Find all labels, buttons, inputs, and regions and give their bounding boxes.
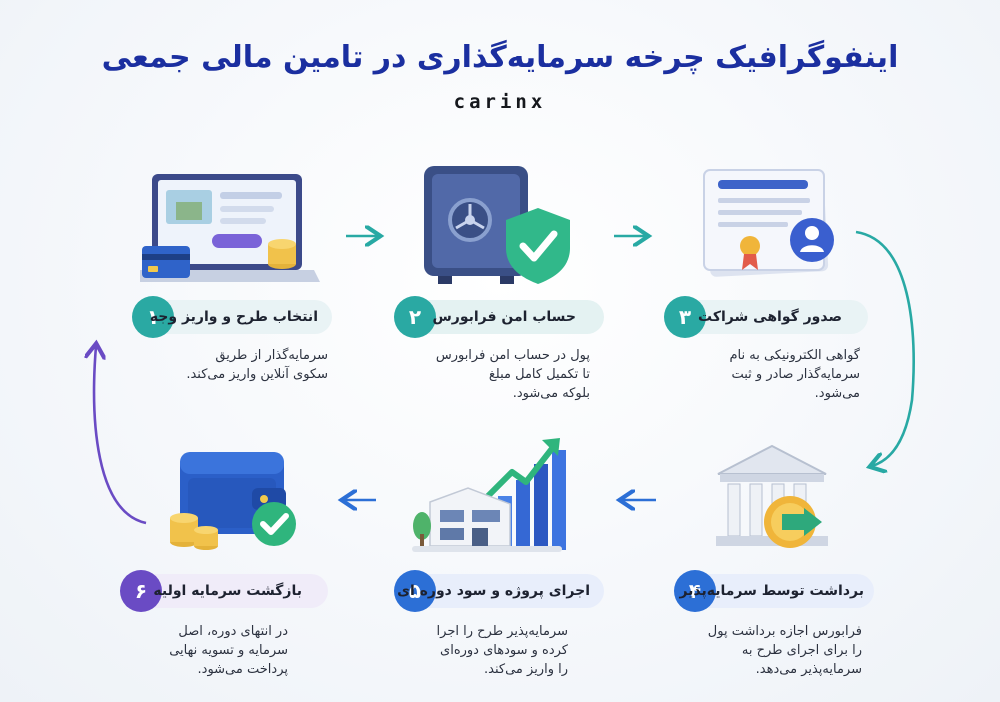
step-5-badge: ۵ <box>394 570 436 612</box>
step-6-description: در انتهای دوره، اصل سرمایه و تسویه نهایی… <box>169 624 288 677</box>
step-2-label: حساب امن فرابورس <box>432 309 576 325</box>
step-2-description: پول در حساب امن فرابورس تا تکمیل کامل مب… <box>435 348 590 401</box>
step-1-badge: ۱ <box>132 296 174 338</box>
step-4-description: فرابورس اجازه برداشت پول را برای اجرای ط… <box>707 624 862 677</box>
step-3-badge: ۳ <box>664 296 706 338</box>
step-2-badge: ۲ <box>394 296 436 338</box>
step-4-pill: ۴ برداشت توسط سرمایه‌پذیر <box>674 570 874 612</box>
growth-icon <box>412 438 566 552</box>
safe-icon <box>424 166 570 284</box>
step-4-badge: ۴ <box>674 570 716 612</box>
step-6-label: بازگشت سرمایه اولیه <box>153 583 302 599</box>
step-1-pill: ۱ انتخاب طرح و واریز وجه <box>132 296 332 338</box>
step-3-label: صدور گواهی شراکت <box>698 309 842 325</box>
step-5-description: سرمایه‌پذیر طرح را اجرا کرده و سودهای دو… <box>436 624 568 677</box>
step-1-description: سرمایه‌گذار از طریق سکوی آنلاین واریز می… <box>186 348 328 382</box>
step-6-pill: ۶ بازگشت سرمایه اولیه <box>120 570 328 612</box>
brand-logo: carinx <box>453 91 547 113</box>
step-5-pill: ۵ اجرای پروژه و سود دوره ای <box>394 570 604 612</box>
wallet-icon <box>170 452 296 550</box>
arrow-3-to-4 <box>855 230 915 466</box>
page-title: اینفوگرافیک چرخه سرمایه‌گذاری در تامین م… <box>101 40 899 75</box>
bank-icon <box>716 444 828 548</box>
step-2-pill: ۲ حساب امن فرابورس <box>394 296 604 338</box>
laptop-icon <box>140 174 320 282</box>
step-6-badge: ۶ <box>120 570 162 612</box>
certificate-icon <box>703 169 834 277</box>
arrow-6-to-1 <box>94 346 147 525</box>
step-3-description: گواهی الکترونیکی به نام سرمایه‌گذار صادر… <box>729 348 860 401</box>
step-4-label: برداشت توسط سرمایه‌پذیر <box>679 583 864 599</box>
step-1-label: انتخاب طرح و واریز وجه <box>149 309 318 325</box>
step-5-label: اجرای پروژه و سود دوره ای <box>397 583 590 599</box>
step-3-pill: ۳ صدور گواهی شراکت <box>664 296 868 338</box>
